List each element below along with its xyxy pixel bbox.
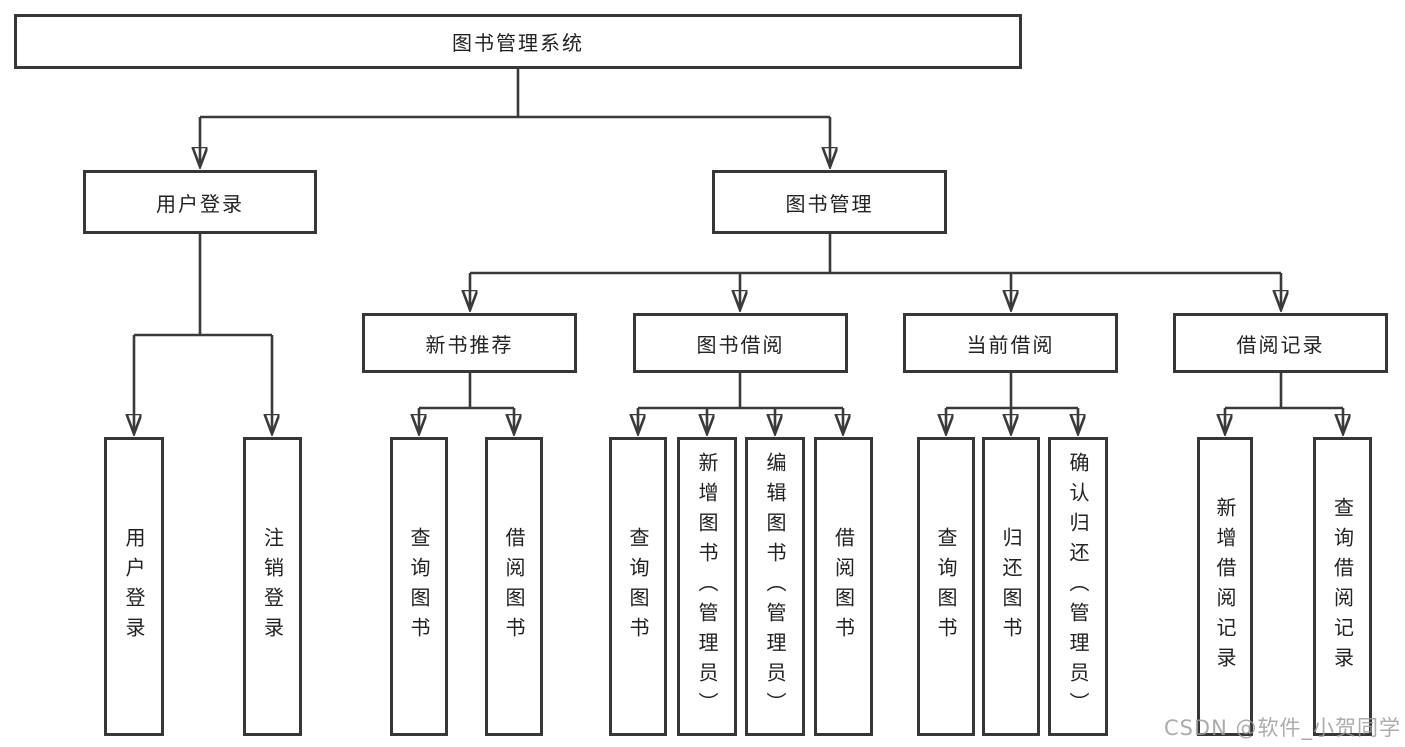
node-label: 图书借阅 (696, 332, 785, 357)
connector-user-login-trunk (134, 234, 272, 337)
node-label: 图书管理系统 (452, 31, 584, 55)
node-label: 新书推荐 (425, 332, 514, 357)
connector-borrow-records-trunk (1225, 373, 1343, 410)
leaf-bb-add-books-admin: 新增图书（管理员） (677, 437, 737, 736)
node-user-login-module: 用户登录 (83, 170, 317, 234)
node-system-root: 图书管理系统 (14, 14, 1022, 69)
leaf-cb-query-books: 查询图书 (917, 437, 975, 736)
node-label: 编辑图书（管理员） (763, 451, 787, 722)
leaf-nb-borrow-books: 借阅图书 (485, 437, 543, 736)
node-label: 新增图书（管理员） (695, 451, 719, 722)
node-borrow-records: 借阅记录 (1173, 313, 1388, 373)
node-label: 借阅记录 (1236, 332, 1325, 357)
leaf-nb-query-books: 查询图书 (390, 437, 448, 736)
connector-current-borrow-trunk (946, 373, 1078, 410)
leaf-bb-query-books: 查询图书 (609, 437, 667, 736)
node-current-borrowing: 当前借阅 (903, 313, 1118, 373)
node-label: 确认归还（管理员） (1066, 451, 1090, 722)
node-label: 新增借阅记录 (1213, 496, 1237, 677)
node-new-book-recommend: 新书推荐 (362, 313, 577, 373)
connector-new-book-trunk (419, 373, 514, 410)
node-label: 当前借阅 (966, 332, 1055, 357)
leaf-logout: 注销登录 (243, 437, 302, 736)
leaf-bb-edit-books-admin: 编辑图书（管理员） (745, 437, 805, 736)
node-label: 查询借阅记录 (1330, 496, 1355, 677)
connector-book-mgmt-trunk (470, 234, 1281, 275)
leaf-cb-confirm-return-admin: 确认归还（管理员） (1048, 437, 1108, 736)
node-label: 用户登录 (122, 526, 146, 647)
node-book-borrowing: 图书借阅 (633, 313, 848, 373)
node-label: 归还图书 (999, 526, 1023, 647)
connector-root-trunk (200, 68, 830, 119)
leaf-user-login: 用户登录 (104, 437, 164, 736)
leaf-br-query-record: 查询借阅记录 (1313, 437, 1372, 736)
node-label: 借阅图书 (502, 526, 526, 647)
node-label: 注销登录 (260, 526, 285, 647)
connector-book-borrow-trunk (638, 373, 843, 410)
node-label: 借阅图书 (831, 526, 856, 647)
node-label: 图书管理 (785, 191, 874, 216)
node-book-management: 图书管理 (712, 170, 947, 234)
leaf-cb-return-books: 归还图书 (982, 437, 1040, 736)
csdn-watermark: CSDN @软件_小贺同学 (1163, 716, 1401, 740)
node-label: 用户登录 (156, 191, 244, 216)
node-label: 查询图书 (934, 526, 958, 647)
leaf-bb-borrow-books: 借阅图书 (814, 437, 873, 736)
leaf-br-add-record: 新增借阅记录 (1197, 437, 1253, 736)
node-label: 查询图书 (626, 526, 650, 647)
node-label: 查询图书 (407, 526, 431, 647)
